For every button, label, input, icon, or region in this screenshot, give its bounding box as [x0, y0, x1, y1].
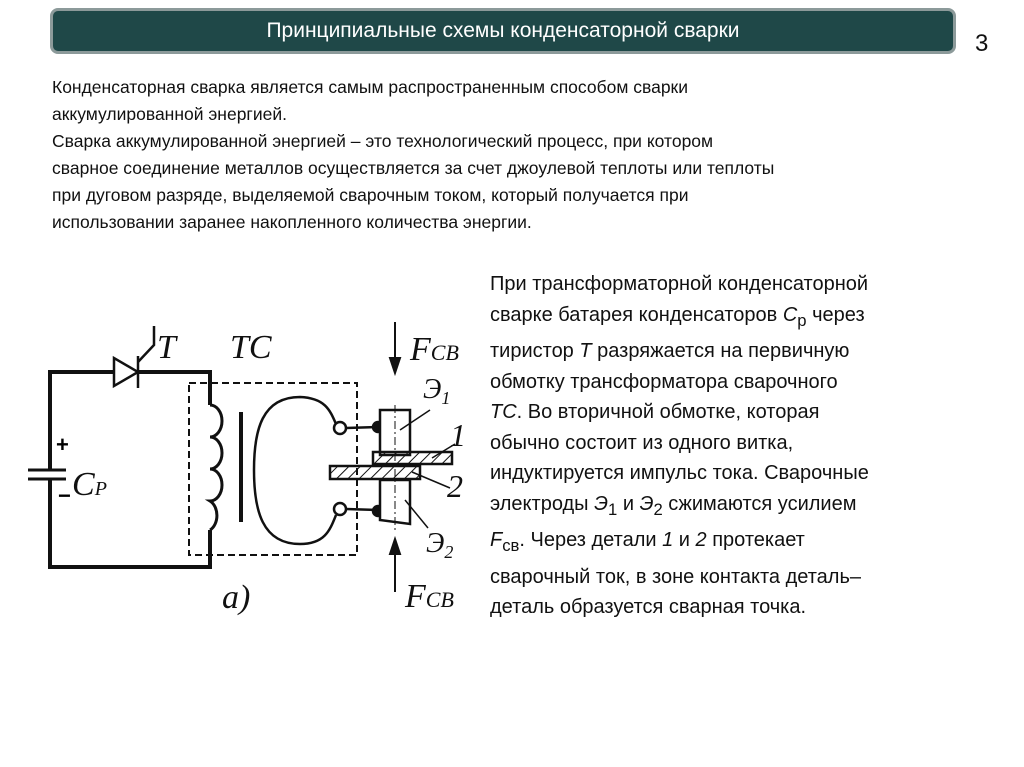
desc-line: индуктируется импульс тока. Сварочные [490, 462, 869, 484]
leader-lines [399, 409, 456, 529]
force-sub: CB [426, 587, 454, 612]
slide-title-bar: Принципиальные схемы конденсаторной свар… [50, 8, 956, 54]
thyristor-label: T [157, 329, 178, 366]
text: электроды [490, 492, 595, 515]
desc-line: сварочный ток, в зоне контакта деталь– [490, 565, 861, 588]
symbol-sub: р [797, 310, 807, 330]
page-number: 3 [975, 30, 989, 57]
text: сжимаются усилием [662, 492, 857, 515]
plus-sign: + [56, 432, 69, 457]
terminals [332, 420, 385, 518]
part2-label: 2 [447, 468, 463, 504]
electrode-sub: 1 [441, 388, 450, 408]
intro-text: Конденсаторная сварка является самым рас… [52, 74, 1002, 236]
part1-label: 1 [450, 417, 466, 453]
part-2 [328, 464, 422, 481]
capacitor-letter: C [72, 466, 95, 503]
intro-line: Сварка аккумулированной энергией – это т… [52, 131, 714, 151]
intro-line: аккумулированной энергией. [52, 104, 287, 124]
intro-line: использовании заранее накопленного колич… [52, 212, 532, 232]
intro-line: сварное соединение металлов осуществляет… [52, 158, 775, 178]
text: . Через детали [519, 529, 663, 551]
force-label-bottom: FCB [404, 578, 454, 615]
thyristor-icon [112, 326, 156, 389]
text: разряжается на первичную [591, 340, 850, 362]
primary-coil-icon [204, 403, 224, 532]
electrode-letter: Э [423, 374, 441, 405]
text: и [617, 492, 640, 515]
text: тиристор [490, 340, 580, 362]
text: . Во вторичной обмотке, которая [516, 401, 820, 423]
symbol: 1 [662, 529, 674, 551]
capacitor-sub: P [94, 478, 107, 500]
force-sub: CB [431, 340, 459, 365]
force-letter: F [404, 578, 427, 615]
text: и [673, 529, 696, 551]
text: протекает [706, 529, 805, 551]
symbol: ТС [490, 401, 517, 423]
desc-line: обычно состоит из одного витка, [490, 431, 794, 454]
part-1 [371, 450, 454, 466]
electrode1-label: Э1 [423, 374, 450, 408]
symbol: 2 [695, 529, 707, 551]
desc-line: тиристор T разряжается на первичную [490, 336, 1010, 367]
intro-line: при дуговом разряде, выделяемой сварочны… [52, 185, 689, 205]
desc-line: ТС. Во вторичной обмотке, которая [490, 397, 1010, 428]
slide-title: Принципиальные схемы конденсаторной свар… [266, 19, 740, 42]
diagram-caption: a) [222, 579, 250, 616]
force-letter: F [409, 331, 432, 368]
symbol-sub: 2 [653, 499, 663, 519]
symbol: C [782, 303, 798, 326]
desc-line: Fсв. Через детали 1 и 2 протекает [490, 525, 1010, 562]
desc-line: сварке батарея конденсаторов Cр через [490, 300, 1010, 337]
desc-line: электроды Э1 и Э2 сжимаются усилием [490, 489, 1010, 526]
force-label-top: FCB [409, 331, 459, 368]
secondary-winding-icon [252, 395, 338, 546]
intro-line: Конденсаторная сварка является самым рас… [52, 77, 688, 97]
symbol: Э [639, 492, 654, 515]
electrode-letter: Э [426, 528, 444, 559]
capacitor-icon [28, 468, 66, 481]
symbol: T [579, 340, 592, 362]
symbol: Э [594, 492, 608, 515]
force-arrows [388, 322, 402, 592]
symbol: F [490, 529, 503, 551]
transformer-label: TC [230, 329, 272, 366]
description-text: При трансформаторной конденсаторной свар… [490, 269, 1010, 623]
text: сварке батарея конденсаторов [490, 303, 783, 326]
text: через [806, 303, 865, 326]
desc-line: деталь образуется сварная точка. [490, 596, 807, 618]
symbol-sub: 1 [608, 499, 618, 519]
capacitor-label: CP [72, 466, 107, 503]
electrode-sub: 2 [444, 542, 453, 562]
desc-line: При трансформаторной конденсаторной [490, 273, 869, 295]
minus-sign: − [58, 483, 71, 508]
symbol-sub: св [502, 536, 520, 555]
desc-line: обмотку трансформатора сварочного [490, 370, 838, 393]
electrode2-label: Э2 [426, 528, 453, 562]
